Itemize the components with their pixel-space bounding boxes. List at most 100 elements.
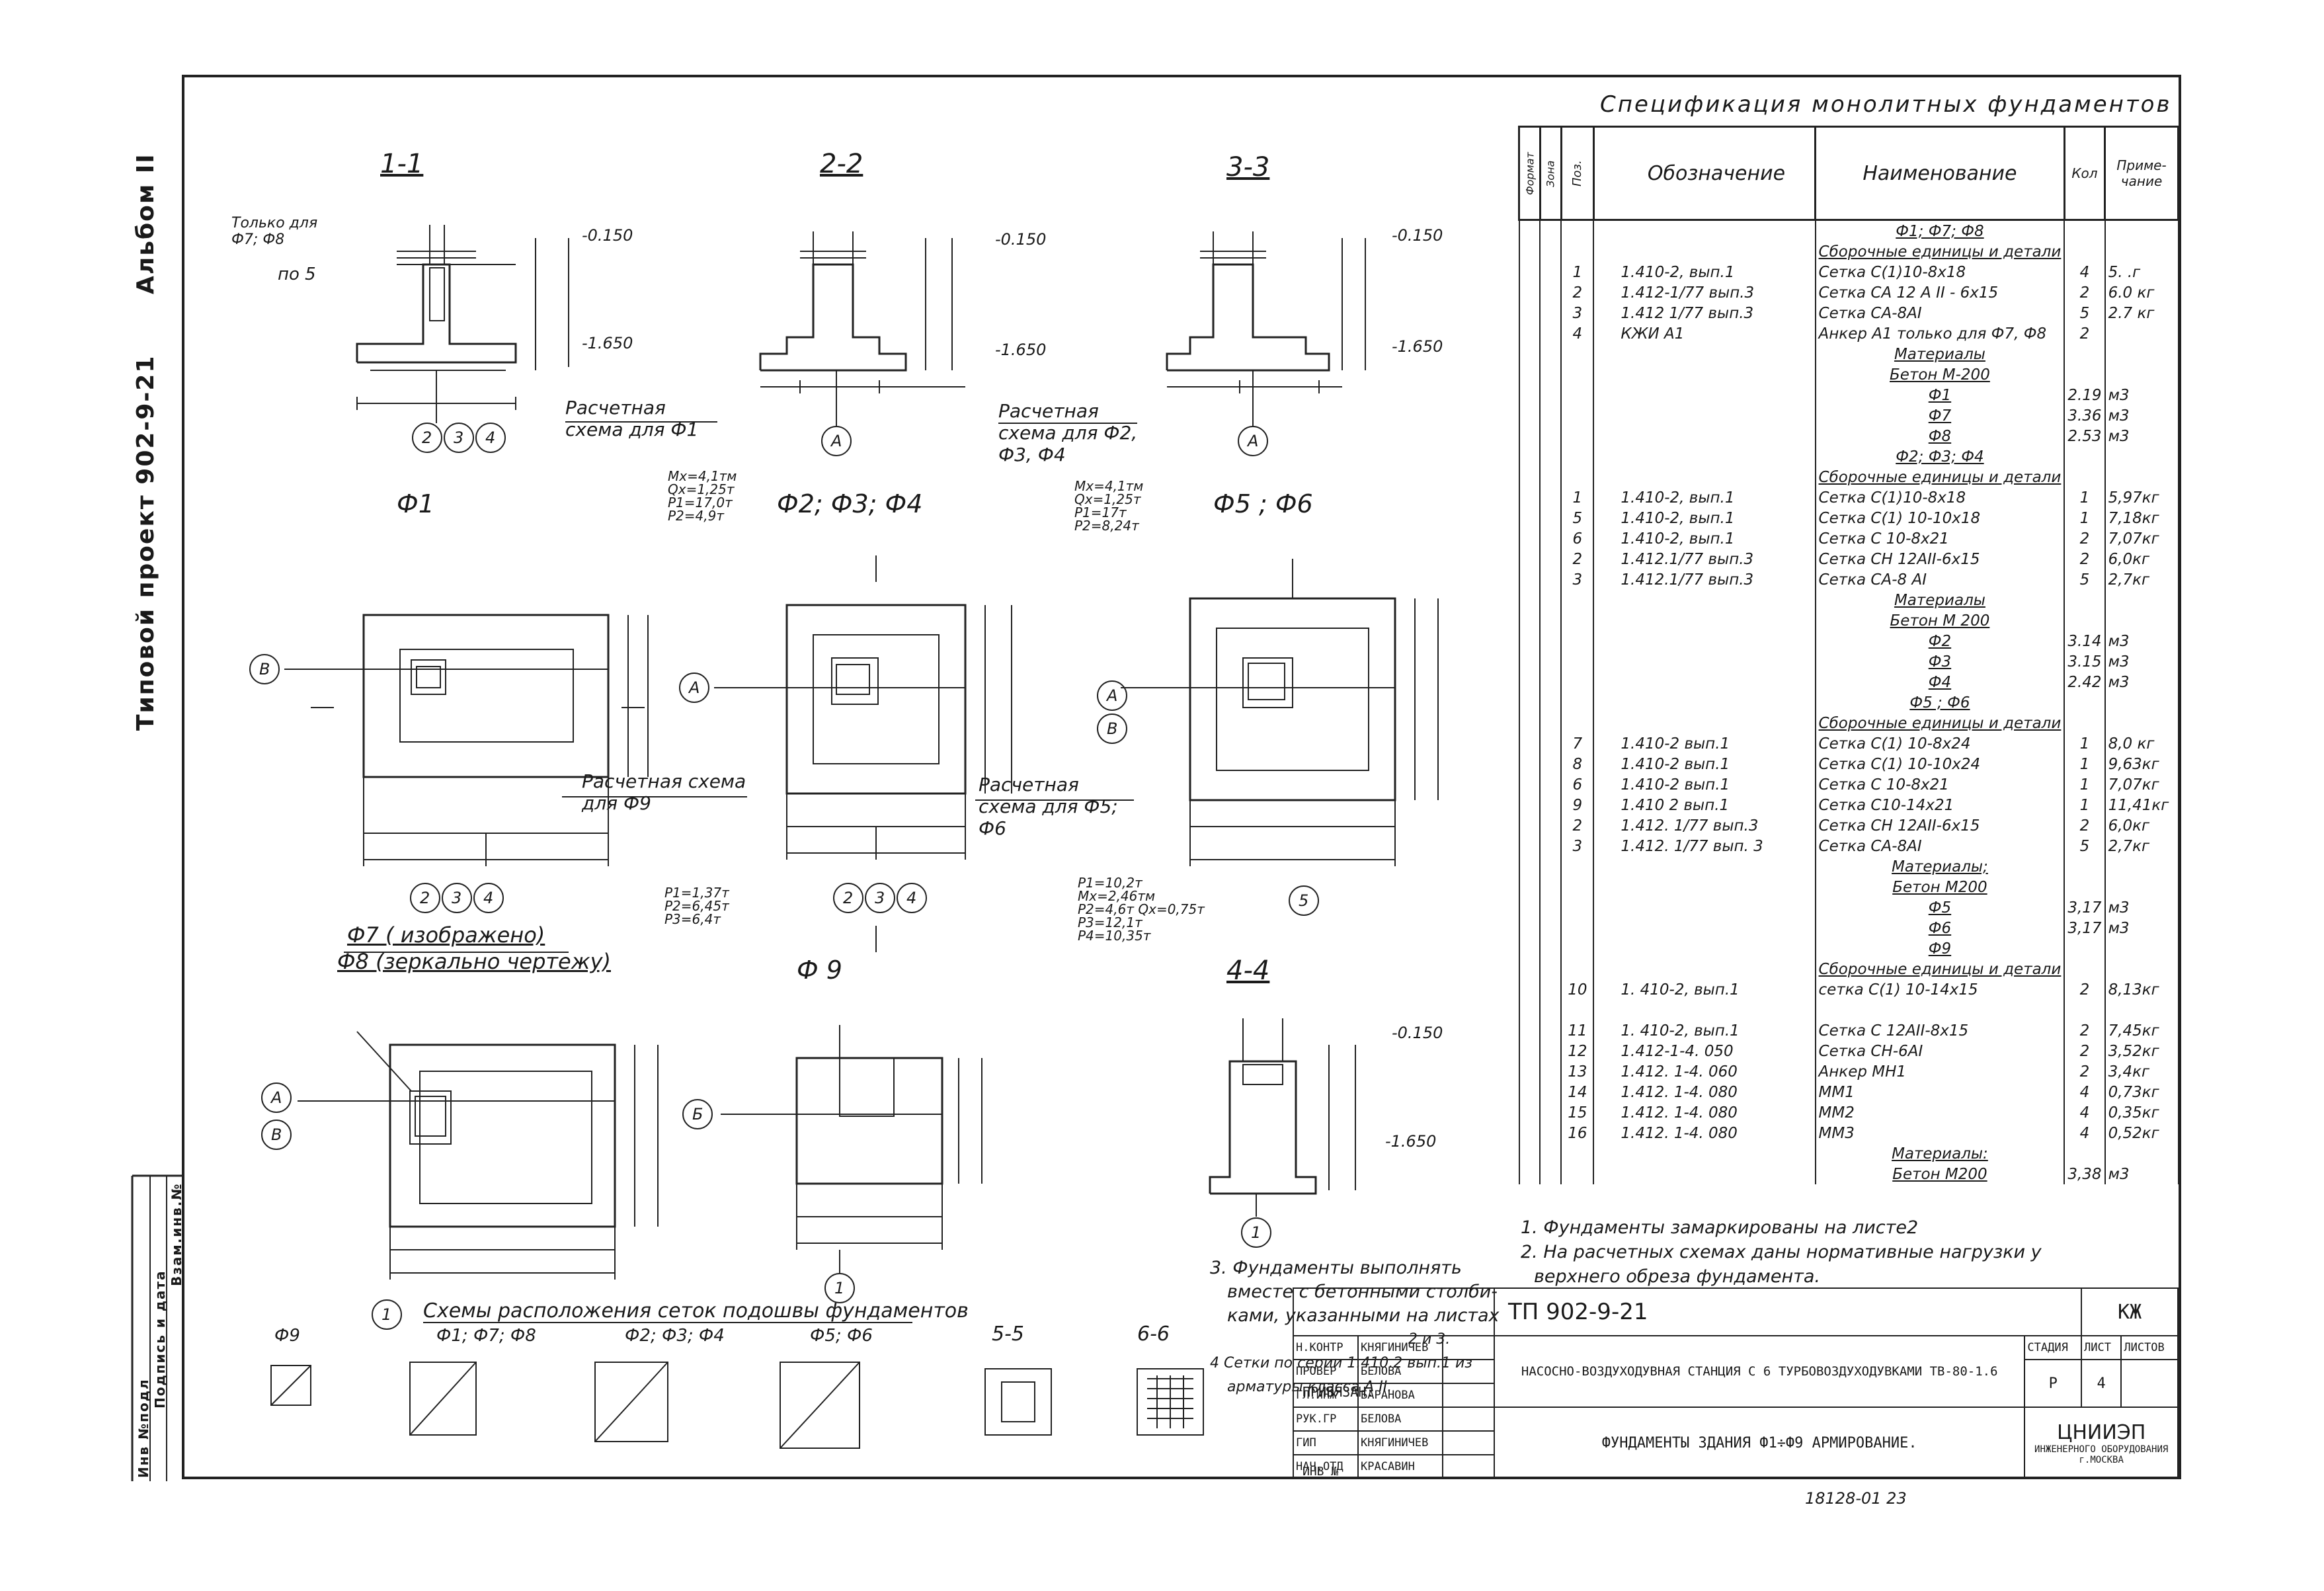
- stamp-name: КНЯГИНИЧЕВ: [1357, 1335, 1443, 1360]
- spec-cell: [1560, 692, 1595, 713]
- spec-cell: [2064, 856, 2106, 877]
- elevation-bottom-3: -1.650: [1392, 337, 1443, 356]
- spec-cell: Ф5 ; Ф6: [1814, 692, 2065, 713]
- load-text: Mx=4,1тм: [668, 468, 737, 484]
- grid-label-f56: Ф5; Ф6: [810, 1326, 873, 1346]
- left-stamp-vzam: Взам.инв.№: [169, 1182, 184, 1286]
- spec-cell: Сборочные единицы и детали: [1814, 713, 2065, 733]
- spec-cell: [1518, 733, 1541, 754]
- spec-cell: 8,0 кг: [2104, 733, 2179, 754]
- spec-cell: [1539, 1164, 1562, 1184]
- title-scheme-f234: Расчетная схема для Ф2, Ф3, Ф4: [998, 400, 1138, 466]
- section-3-3-title: 3-3: [1226, 152, 1270, 183]
- spec-cell: 5: [2064, 836, 2106, 856]
- stamp-archive: 18128-01 23: [1805, 1489, 1907, 1508]
- stamp-stadia: Р: [2024, 1359, 2082, 1408]
- spec-cell: 6.0 кг: [2104, 282, 2179, 303]
- spec-cell: [1593, 918, 1816, 938]
- spec-cell: [1593, 672, 1816, 692]
- spec-cell: [1539, 1102, 1562, 1123]
- load-text: P1=1,37т: [664, 885, 729, 901]
- spec-cell: [1539, 938, 1562, 959]
- spec-cell: [1593, 344, 1816, 364]
- spec-cell: 3.15: [2064, 651, 2106, 672]
- spec-row: Материалы: [1518, 590, 2179, 610]
- spec-cell: [2104, 1000, 2179, 1020]
- circle-label: 2: [422, 428, 432, 447]
- spec-cell: [2104, 220, 2179, 241]
- spec-cell: [1593, 959, 1816, 979]
- spec-cell: Сетка СА-8 АI: [1814, 569, 2065, 590]
- spec-cell: 3: [1560, 569, 1595, 590]
- spec-cell: [1539, 979, 1562, 1000]
- spec-cell: Ф8: [1814, 426, 2065, 446]
- title-scheme-f1: Расчетная схема для Ф1: [565, 397, 699, 440]
- spec-cell: 3,17: [2064, 897, 2106, 918]
- plan-f7-f8: [261, 1031, 659, 1330]
- axis-label-a: А: [1107, 686, 1118, 705]
- spec-cell: [1593, 692, 1816, 713]
- spec-cell: 7,45кг: [2104, 1020, 2179, 1041]
- load-text: P1=17,0т: [668, 495, 733, 510]
- spec-cell: [1518, 713, 1541, 733]
- note-2: 2. На расчетных схемах даны нормативные …: [1521, 1242, 2042, 1262]
- spec-title: Спецификация монолитных фундаментов: [1600, 91, 2172, 118]
- spec-row: Бетон М 200: [1518, 610, 2179, 631]
- spec-row: Бетон М-200: [1518, 364, 2179, 385]
- spec-cell: [1593, 426, 1816, 446]
- spec-cell: [1593, 713, 1816, 733]
- circle-label: 2: [420, 889, 430, 907]
- spec-cell: [1539, 569, 1562, 590]
- spec-row: Сборочные единицы и детали: [1518, 467, 2179, 487]
- spec-cell: [1560, 1164, 1595, 1184]
- axis-label-a: А: [689, 678, 700, 697]
- spec-cell: Материалы: [1814, 590, 2065, 610]
- elevation-top-4: -0.150: [1392, 1024, 1443, 1042]
- spec-cell: 2: [2064, 979, 2106, 1000]
- axis-label-b: Б: [692, 1105, 703, 1123]
- spec-cell: [1518, 262, 1541, 282]
- spec-cell: [1593, 220, 1816, 241]
- spec-cell: 1.412. 1-4. 060: [1593, 1061, 1816, 1082]
- spec-cell: Материалы;: [1814, 856, 2065, 877]
- spec-cell: 1.410-2, вып.1: [1593, 508, 1816, 528]
- spec-cell: [1539, 262, 1562, 282]
- spec-cell: Бетон М200: [1814, 877, 2065, 897]
- spec-cell: 2.53: [2064, 426, 2106, 446]
- title-f9: Ф 9: [797, 956, 842, 985]
- plan-f9: [682, 1025, 982, 1303]
- spec-cell: 8,13кг: [2104, 979, 2179, 1000]
- spec-cell: КЖИ А1: [1593, 323, 1816, 344]
- spec-cell: м3: [2104, 1164, 2179, 1184]
- spec-cell: 6,0кг: [2104, 549, 2179, 569]
- spec-cell: ММ3: [1814, 1123, 2065, 1143]
- spec-cell: [1814, 1000, 2065, 1020]
- axis-label-a: А: [1248, 432, 1259, 450]
- spec-cell: [1539, 364, 1562, 385]
- spec-cell: 1: [2064, 754, 2106, 774]
- spec-cell: [1539, 303, 1562, 323]
- spec-cell: 12: [1560, 1041, 1595, 1061]
- section-1-1-title: 1-1: [380, 149, 424, 179]
- note-3: 3. Фундаменты выполнять: [1210, 1258, 1462, 1278]
- note-2-cont: верхнего обреза фундамента.: [1534, 1266, 1821, 1287]
- spec-cell: [1518, 1082, 1541, 1102]
- spec-cell: [1539, 754, 1562, 774]
- spec-cell: [1560, 426, 1595, 446]
- spec-cell: 1.410-2, вып.1: [1593, 528, 1816, 549]
- spec-cell: 3.14: [2064, 631, 2106, 651]
- spec-cell: [1518, 877, 1541, 897]
- spec-cell: 3.36: [2064, 405, 2106, 426]
- plan-f1: [249, 614, 649, 913]
- spec-cell: 2: [2064, 1041, 2106, 1061]
- spec-cell: [2104, 959, 2179, 979]
